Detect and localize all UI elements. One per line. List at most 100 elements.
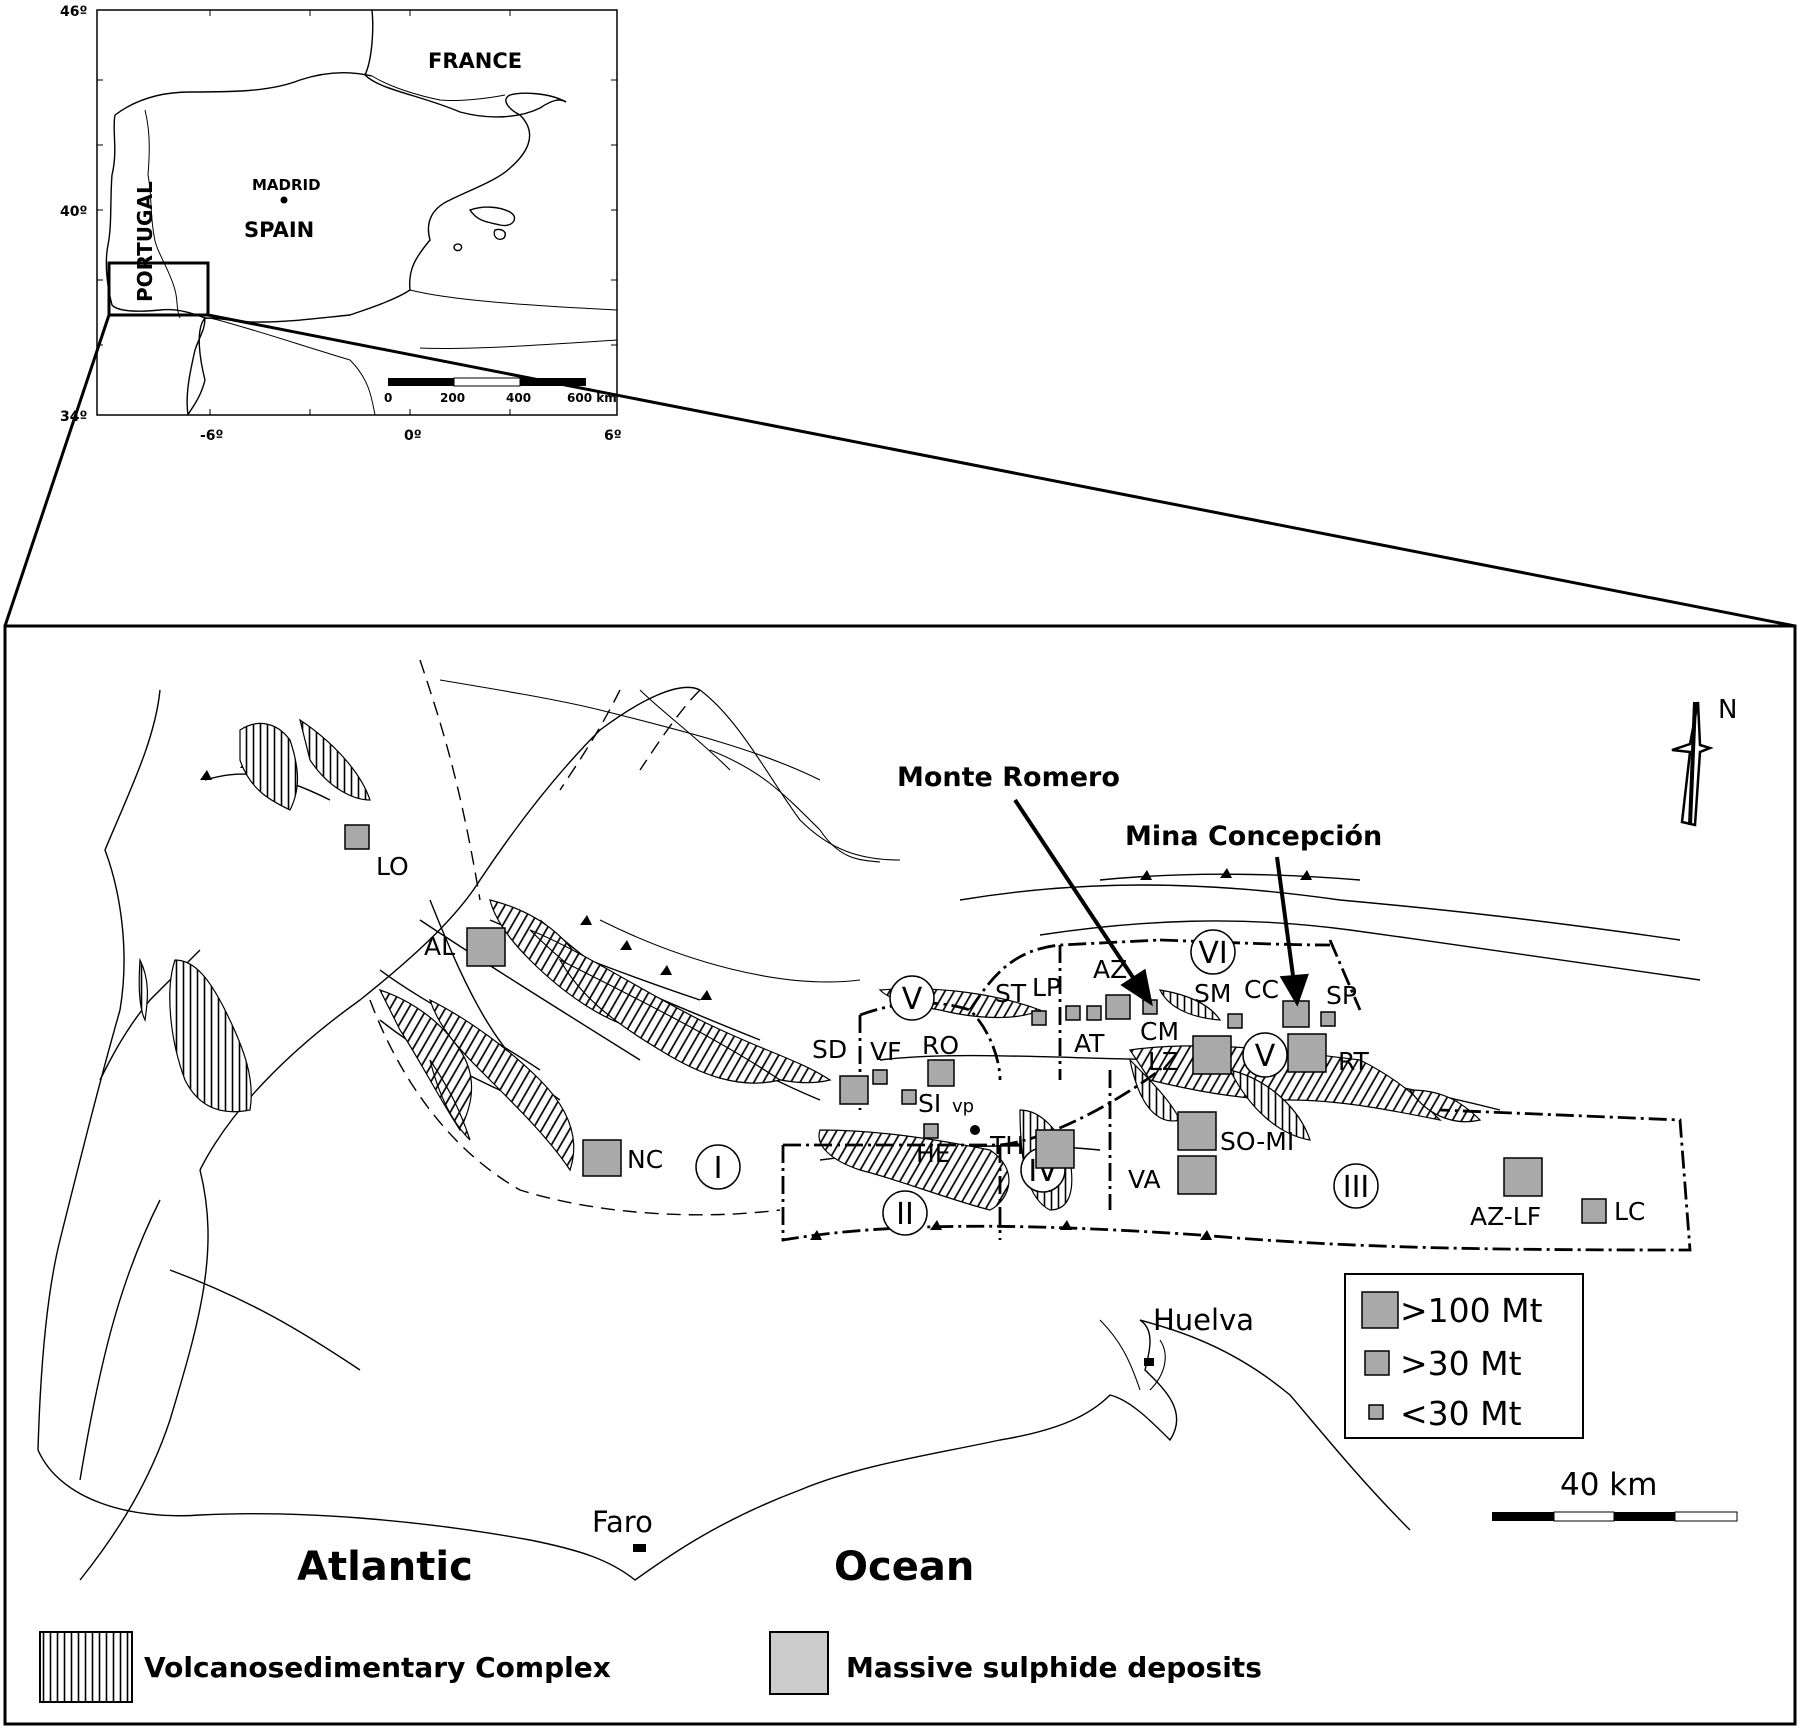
deposit-SM xyxy=(1227,1013,1243,1029)
size-legend: >100 Mt >30 Mt <30 Mt xyxy=(1344,1273,1584,1439)
label-SO-MI: SO-MI xyxy=(1220,1127,1294,1156)
label-TH: TH xyxy=(989,1131,1024,1160)
zoom-lines xyxy=(3,313,1796,628)
deposit-AZ xyxy=(1105,994,1131,1020)
inset-borders xyxy=(144,75,618,416)
guadiana-river xyxy=(199,686,701,1171)
deposit-LP2 xyxy=(1086,1005,1102,1021)
label-HE: HE xyxy=(916,1139,951,1168)
label-SD: SD xyxy=(812,1035,847,1064)
monte-romero-arrowhead xyxy=(1120,968,1153,1007)
portugal-label: PORTUGAL xyxy=(133,181,157,302)
zone-labels xyxy=(695,929,1379,1236)
lat-label-46: 46º xyxy=(60,4,87,20)
legend-volcanosedimentary-swatch xyxy=(39,1631,133,1703)
bottom-legend: Volcanosedimentary Complex Massive sulph… xyxy=(39,1631,1262,1703)
spain-label: SPAIN xyxy=(244,218,314,242)
label-VA: VA xyxy=(1128,1165,1161,1194)
label-VF: VF xyxy=(870,1037,901,1066)
main-frame xyxy=(3,624,1797,1726)
legend-massive-sulphide-swatch xyxy=(769,1631,829,1695)
madrid-label: MADRID xyxy=(252,176,321,194)
huelva-marker xyxy=(1144,1358,1154,1366)
deposit-AZ-LF xyxy=(1503,1157,1543,1197)
deposit-SI xyxy=(901,1089,917,1105)
deposit-ST xyxy=(1031,1010,1047,1026)
zone-V-circle xyxy=(889,975,935,1021)
deposit-LC xyxy=(1581,1198,1607,1224)
callout-mina-concepcion: Mina Concepción xyxy=(1125,821,1382,852)
label-LO: LO xyxy=(376,852,409,881)
zone-VI-circle xyxy=(1190,929,1236,975)
label-vp: vp xyxy=(952,1096,974,1117)
faro-label: Faro xyxy=(592,1505,653,1539)
deposit-RO xyxy=(927,1059,955,1087)
deposit-SO-MI xyxy=(1177,1111,1217,1151)
deposit-VA xyxy=(1177,1155,1217,1195)
label-AZ-LF: AZ-LF xyxy=(1470,1202,1541,1231)
deposit-LZ xyxy=(1192,1035,1232,1075)
deposit-SP xyxy=(1320,1011,1336,1027)
deposit-LP1 xyxy=(1065,1005,1081,1021)
huelva-label: Huelva xyxy=(1153,1303,1254,1337)
deposit-HE xyxy=(923,1123,939,1139)
legend-massive-sulphide-label: Massive sulphide deposits xyxy=(846,1651,1262,1684)
north-label: N xyxy=(1718,695,1737,725)
faro-marker xyxy=(633,1544,646,1552)
label-CC: CC xyxy=(1244,975,1279,1004)
label-AT: AT xyxy=(1074,1029,1105,1058)
size-legend-large-symbol xyxy=(1361,1291,1399,1329)
deposits xyxy=(344,824,1607,1224)
inset-scale-bar: 0 200 400 600 km xyxy=(384,377,617,405)
inset-scale-label-400: 400 xyxy=(506,391,531,405)
label-RT: RT xyxy=(1338,1047,1370,1076)
legend-volcanosedimentary-label: Volcanosedimentary Complex xyxy=(144,1651,611,1684)
deposit-AL xyxy=(466,927,506,967)
inset-ticks xyxy=(97,10,617,415)
deposit-VF xyxy=(872,1069,888,1085)
callout-monte-romero: Monte Romero xyxy=(897,762,1120,793)
deposit-LO xyxy=(344,824,370,850)
label-AL: AL xyxy=(424,932,455,961)
zone-V2-circle xyxy=(1242,1032,1288,1078)
district-lines xyxy=(439,679,1166,1391)
deposit-NC xyxy=(582,1139,622,1177)
inset-scale-label-0: 0 xyxy=(384,391,392,405)
zone-label-V: V xyxy=(902,982,923,1017)
size-legend-medium-symbol xyxy=(1364,1350,1390,1376)
lon-label-6: 6º xyxy=(604,428,622,444)
inset-coastline xyxy=(105,9,567,416)
label-SM: SM xyxy=(1194,979,1231,1008)
france-label: FRANCE xyxy=(428,49,522,73)
main-map: I II III IV V VI V xyxy=(3,624,1797,1726)
main-scale-label: 40 km xyxy=(1560,1467,1657,1503)
size-legend-medium-label: >30 Mt xyxy=(1400,1344,1522,1383)
lon-label-neg6: -6º xyxy=(200,428,224,444)
zone-label-II: II xyxy=(896,1197,914,1232)
deposit-RT xyxy=(1287,1033,1327,1073)
inset-frame xyxy=(96,9,618,416)
lat-label-40: 40º xyxy=(60,204,87,220)
zone-III-circle xyxy=(1333,1163,1379,1209)
deposit-labels: LO AL NC SD VF RO SI vp HE TH ST LP AZ A… xyxy=(376,852,1645,1231)
town-dot-vp xyxy=(970,1125,980,1135)
label-CM: CM xyxy=(1140,1017,1179,1046)
label-RO: RO xyxy=(922,1031,959,1060)
size-legend-large-label: >100 Mt xyxy=(1400,1291,1543,1330)
label-ST: ST xyxy=(995,979,1027,1008)
zone-I-circle xyxy=(695,1144,741,1190)
size-legend-small-symbol xyxy=(1368,1404,1384,1420)
ocean-label: Ocean xyxy=(834,1544,974,1590)
main-scale-bar: 40 km xyxy=(1492,1467,1738,1522)
madrid-dot xyxy=(280,196,288,204)
zone-II-circle xyxy=(882,1190,928,1236)
inset-study-area-box xyxy=(107,261,210,317)
size-legend-small-label: <30 Mt xyxy=(1400,1394,1522,1433)
callout-arrows xyxy=(1013,798,1309,1007)
zone-label-texts: I II III IV V VI V xyxy=(714,936,1370,1232)
zone-label-III: III xyxy=(1343,1170,1370,1205)
label-SP: SP xyxy=(1326,981,1357,1010)
zone-label-V-2: V xyxy=(1255,1039,1276,1074)
deposit-SD xyxy=(839,1075,869,1105)
